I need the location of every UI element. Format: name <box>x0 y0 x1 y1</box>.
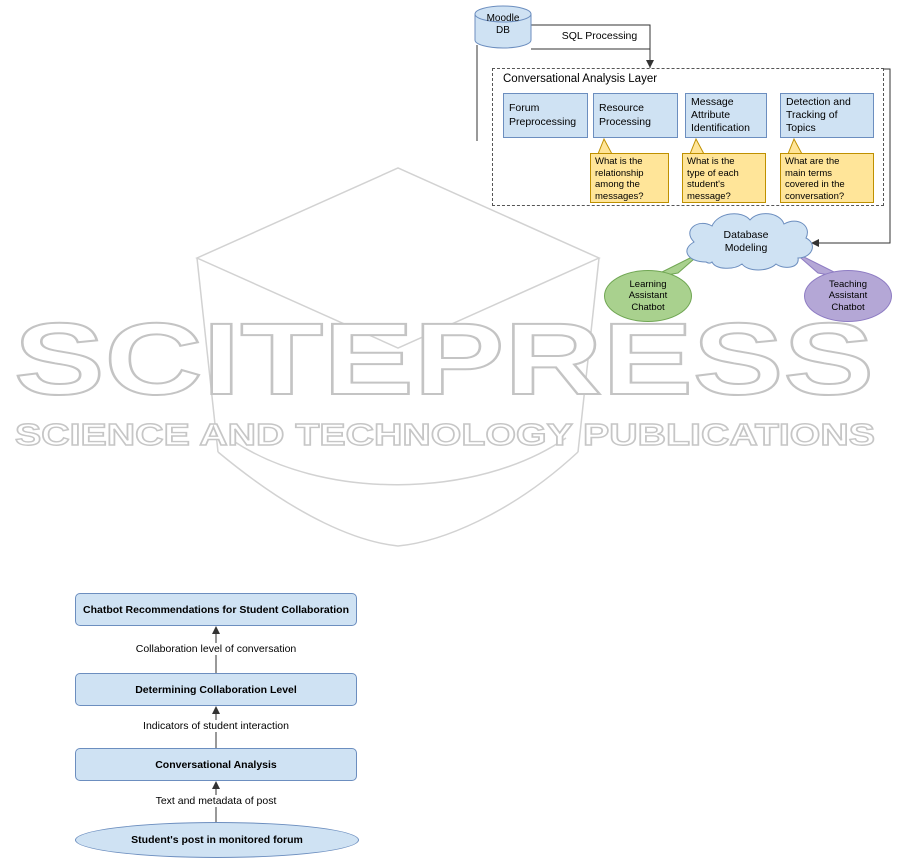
sql-processing-label: SQL Processing <box>561 30 638 42</box>
arrowheads <box>212 60 819 789</box>
sql-processing-connector <box>531 24 651 68</box>
moodle-db-label: Moodle DB <box>486 13 520 36</box>
teaching-assistant-chatbot-bubble: Teaching Assistant Chatbot <box>804 270 892 322</box>
question-callout-main-terms: What are the main terms covered in the c… <box>780 153 874 203</box>
conversational-analysis-layer-box <box>492 68 884 206</box>
flow-box-determining-collaboration-level: Determining Collaboration Level <box>75 673 357 706</box>
database-modeling-cloud-shape <box>686 213 813 271</box>
flow-arrow-label-2-text: Indicators of student interaction <box>140 720 292 732</box>
flow-box-conversational-analysis: Conversational Analysis <box>75 748 357 781</box>
module-detection-tracking-topics: Detection and Tracking of Topics <box>780 93 874 138</box>
flow-arrowhead-1 <box>212 626 220 634</box>
watermark-title: SCITEPRESS <box>14 302 874 416</box>
module-forum-preprocessing: Forum Preprocessing <box>503 93 588 138</box>
flow-box-chatbot-recommendations: Chatbot Recommendations for Student Coll… <box>75 593 357 626</box>
flow-arrowhead-2 <box>212 706 220 714</box>
module-resource-processing: Resource Processing <box>593 93 678 138</box>
flow-arrow-label-3: Text and metadata of post <box>75 795 357 807</box>
question-callout-message-type: What is the type of each student's messa… <box>682 153 766 203</box>
flow-arrow-label-1: Collaboration level of conversation <box>75 643 357 655</box>
learning-assistant-chatbot-bubble: Learning Assistant Chatbot <box>604 270 692 322</box>
conversational-analysis-layer-title: Conversational Analysis Layer <box>503 73 658 85</box>
student-post-ellipse: Student's post in monitored forum <box>75 822 359 858</box>
watermark-book-outline <box>195 167 601 547</box>
database-cylinder-icon <box>474 5 532 49</box>
layer-to-cloud-connector <box>813 68 891 244</box>
flow-arrow-label-3-text: Text and metadata of post <box>152 795 280 807</box>
flow-arrow-label-1-text: Collaboration level of conversation <box>132 643 300 655</box>
module-message-attribute-identification: Message Attribute Identification <box>685 93 767 138</box>
flow-arrow-label-2: Indicators of student interaction <box>75 720 357 732</box>
database-modeling-label: Database Modeling <box>723 229 769 255</box>
question-callout-relationship: What is the relationship among the messa… <box>590 153 669 203</box>
sql-arrowhead <box>646 60 654 68</box>
watermark-subtitle: SCIENCE AND TECHNOLOGY PUBLICATIONS <box>15 417 875 452</box>
flow-arrowhead-3 <box>212 781 220 789</box>
cloud-arrowhead <box>811 239 819 247</box>
